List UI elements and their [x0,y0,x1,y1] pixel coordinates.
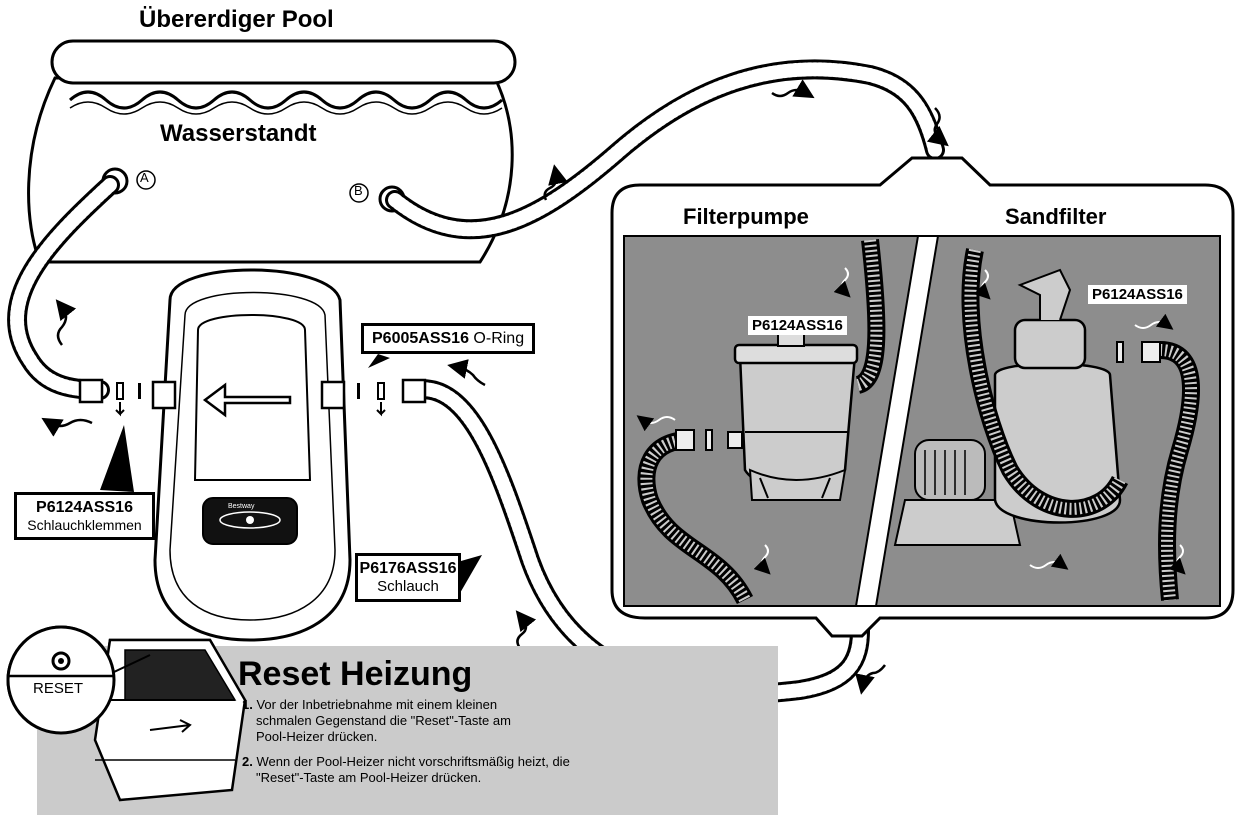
oring-callout: P6005ASS16 O-Ring [361,323,536,355]
step-line: "Reset"-Taste am Pool-Heizer drücken. [256,770,482,785]
sand-filter-title: Sandfilter [1005,204,1107,229]
pool-title: Übererdiger Pool [139,6,334,33]
step-line: schmalen Gegenstand die "Reset"-Taste am [256,713,511,728]
hose-callout: P6176ASS16 Schlauch [355,553,461,603]
clamp-part-number: P6124ASS16 [36,499,133,516]
oring-part-number: P6005ASS16 [372,330,469,347]
step-number: 2. [242,754,253,769]
inlet-a-label: A [140,170,149,185]
reset-title: Reset Heizung [238,655,473,693]
heater-brand-logo: Bestway [228,503,255,510]
water-level-label: Wasserstandt [160,120,317,147]
step-line: Pool-Heizer drücken. [256,729,378,744]
sand-filter-illustration [893,248,1201,601]
hose-part-number: P6176ASS16 [359,560,457,577]
pool-illustration [27,39,517,264]
reset-badge-label: RESET [33,680,84,697]
step-line: Wenn der Pool-Heizer nicht vorschriftsmä… [256,754,570,769]
outlet-b-label: B [354,183,363,198]
oring-part-name: O-Ring [473,330,525,347]
filter-pump-illustration [637,239,886,605]
reset-step-2: 2. Wenn der Pool-Heizer nicht vorschrift… [242,754,570,786]
filter-pump-title: Filterpumpe [683,204,809,229]
step-number: 1. [242,697,253,712]
reset-step-1: 1. Vor der Inbetriebnahme mit einem klei… [242,697,511,745]
pool-heater-illustration [78,268,427,642]
filter-flow-arrows [636,267,1186,575]
filter-pump-part-label: P6124ASS16 [748,316,847,336]
hose-part-name: Schlauch [377,578,439,596]
step-line: Vor der Inbetriebnahme mit einem kleinen [256,697,498,712]
clamp-callout: P6124ASS16 Schlauchklemmen [14,492,155,540]
sand-filter-part-label: P6124ASS16 [1088,285,1187,305]
clamp-part-name: Schlauchklemmen [27,517,142,534]
flow-direction-arrow [202,382,292,418]
